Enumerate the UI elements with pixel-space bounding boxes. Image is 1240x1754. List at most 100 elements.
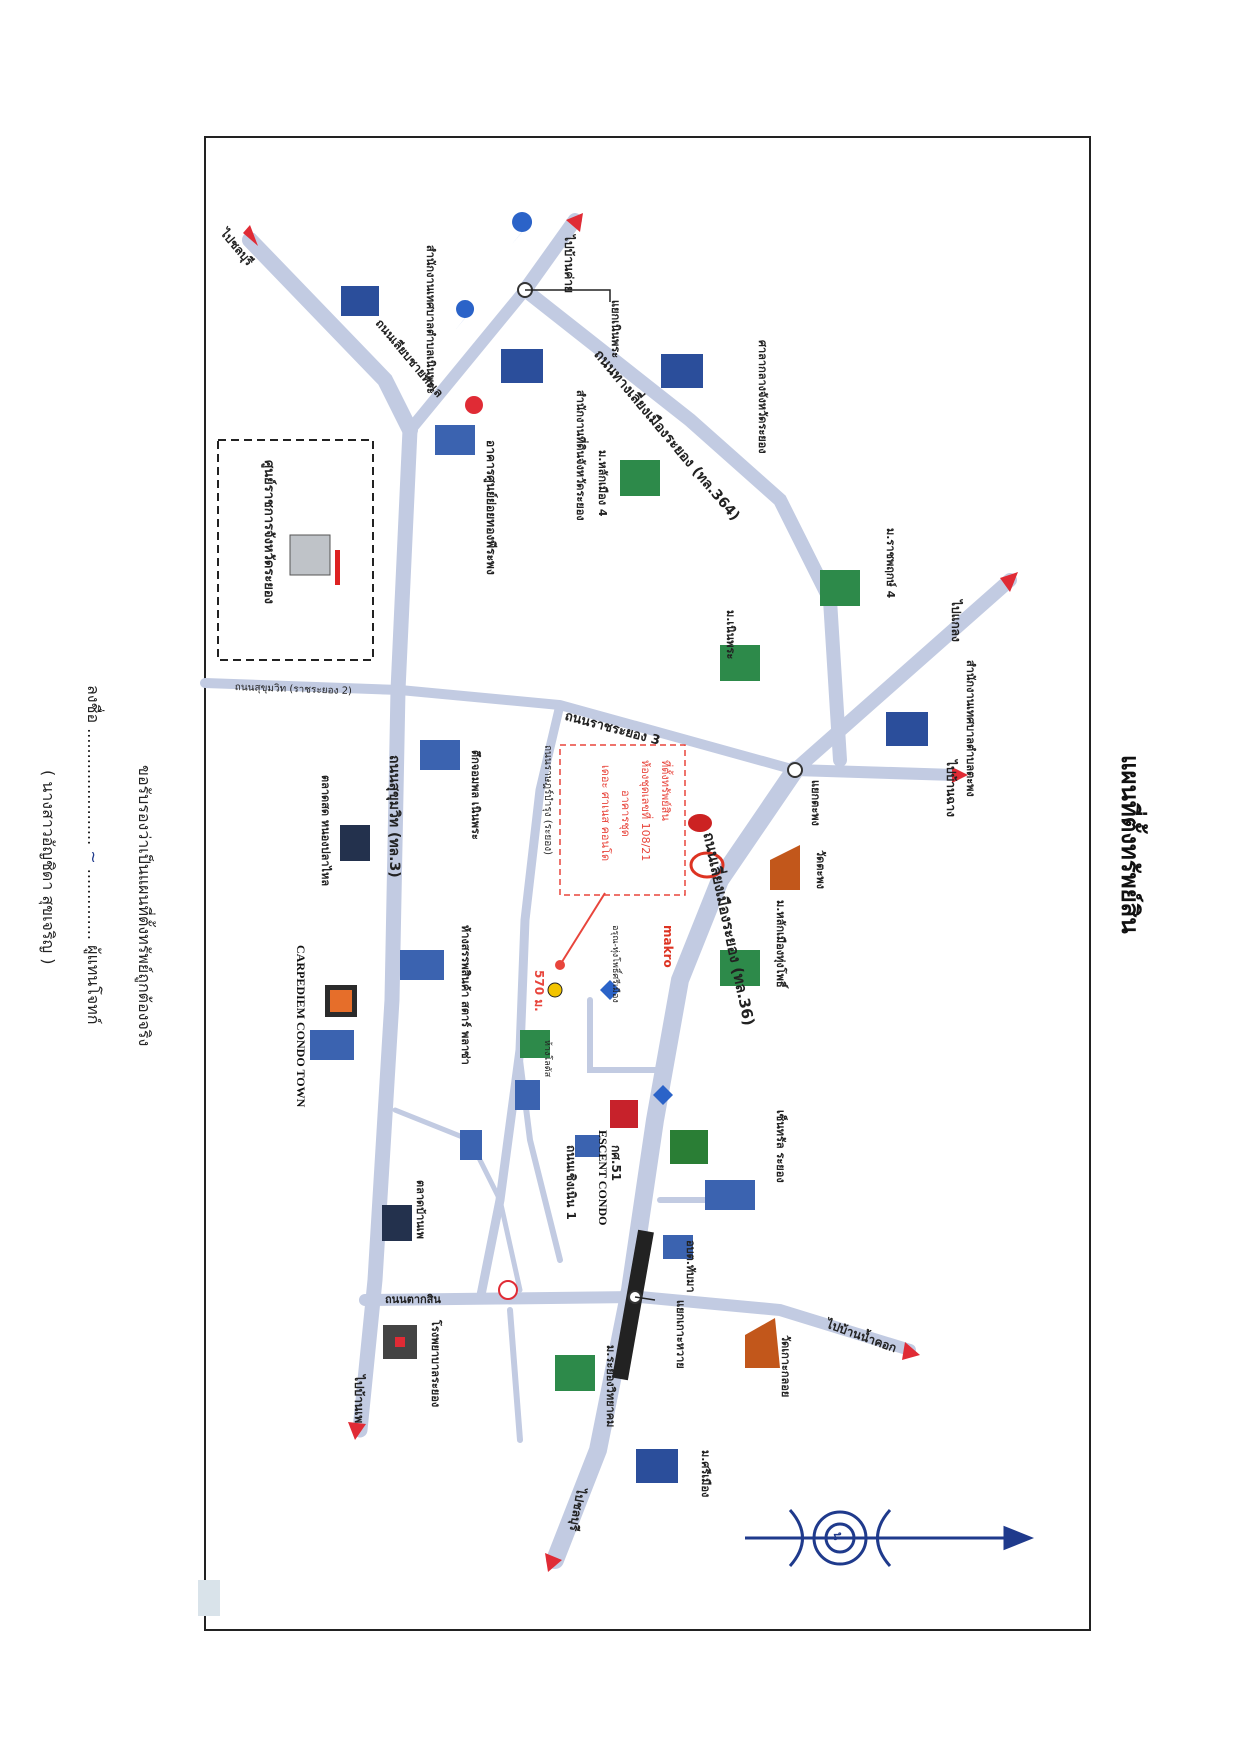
road-sign-icon [653,1085,673,1105]
road-link-top [404,284,531,436]
road-inner-e [507,1307,523,1443]
label-road-sukhumvit: ถนนสุขุมวิท (ทล.3) [386,755,402,878]
arrow-bottom [545,1553,562,1572]
arrow-nam-krok [902,1342,920,1360]
warning-sign-icon [547,982,563,998]
property-pointer-line [559,892,606,966]
label-temple-ko-kloi: วัดเกาะกลอย [779,1335,792,1398]
label-esso-building: อาคารศูนย์ย่อยทองพีระพง [484,440,498,575]
signature-dots: ....................... [84,728,103,846]
road-network [200,213,1017,1569]
signature-line: ลงชื่อ ....................... ~ .......… [80,685,105,1024]
property-building-name: เดอะ ศาเนส คอนโด [599,765,612,862]
label-land-office: สำนักงานที่ดินจังหวัดระยอง [574,390,587,521]
gov-center-box [217,439,374,661]
toyota-logo-icon [689,851,725,879]
label-lotus: ห้างโลตัส [542,1040,552,1078]
property-distance: 570 ม. [532,970,546,1012]
compass-ring [812,1510,868,1566]
property-title: ที่ตั้งทรัพย์สิน [659,760,672,821]
label-carpediem: CARPEDIEM CONDO TOWN [294,945,308,1108]
arrow-ban-khai [566,213,583,232]
office-icon [341,286,928,1483]
esso-logo-icon [465,396,483,414]
label-school-thung-pho: ม.หลักเมืองทุ่งโพธิ์ [774,900,787,988]
property-callout-box [559,744,686,896]
property-building-type: อาคารชุด [619,790,632,837]
label-hospital: โรงพยาบาลระยอง [429,1320,442,1408]
north-compass [745,1509,1035,1567]
road-rayong-2 [200,678,800,775]
label-junction-ko-kloi: แยกเกาะหวาย [674,1300,687,1369]
bank-logo-icon [610,1100,638,1128]
label-road-sai: ถนนราษฎร์บำรุง (ระยอง) [542,745,553,856]
arrow-tambon-right [952,767,968,783]
label-city-hall: ศาลากลางจังหวัดระยอง [756,340,769,454]
road-tambon-right [789,764,961,781]
school-icon [520,460,860,1391]
sign-label: ลงชื่อ [84,685,103,724]
road-sign-icon-2 [600,980,620,1000]
label-star-plaza: ห้างสรรพสินค้า สตาร์ พลาซ่า [459,925,472,1065]
road-sai [475,700,565,1305]
label-school-4: ม.หลักเมือง 4 [596,450,609,517]
hospital-cross-icon [395,1337,405,1347]
truck-icon [663,1235,693,1259]
ptt-pin-icon [512,212,533,244]
label-dir-ban-phe: ไปบ้านเพ [352,1375,366,1424]
tall-building-icon [310,425,755,1210]
road-ta-pong [359,1290,916,1356]
label-school-rayong: ม.ระยองวิทยาคม [604,1345,617,1428]
gas-station-logo-icon [688,814,712,832]
label-gov-center: ศูนย์ราชการจังหวัดระยอง [261,460,276,605]
gov-building-icon [289,534,331,576]
label-tambon-office: สำนักงานเทศบาลตำบลตะพง [964,660,977,797]
7-eleven-logo-icon [670,1130,708,1164]
road-to-ban-khai [518,213,582,297]
scan-edge-mark [198,1580,220,1616]
sign-role: ผู้แทนโจทก์ [84,945,103,1025]
label-noen-pra-office: สำนักงานเทศบาลตำบลเนินพระ [424,245,437,394]
bus-stop-icon [498,1280,518,1300]
road-inner-c [392,1107,523,1293]
temple-icon [745,845,800,1368]
label-dir-ban-chang: ไปบ้านฉาง [944,760,958,817]
road-inner-a [587,997,663,1073]
property-unit-no: ห้องชุดเลขที่ 108/21 [639,760,652,862]
overpass-segment [612,1229,654,1381]
callout-noen-pra [525,289,611,302]
carpediem-logo-inner-icon [330,990,352,1012]
road-bypass-364 [518,283,847,767]
label-junction-noen-pra: แยกเนินพระ [609,300,622,359]
arrow-ban-phe [348,1422,366,1440]
label-central: เซ็นทรัล ระยอง [774,1110,787,1183]
compass-inner-ring [824,1522,856,1554]
signer-name: ( นางสาวอัญชิดา สุขเจริญ ) [39,770,58,965]
signature-dots-2: .............. [84,868,103,940]
label-makro: makro [661,925,675,968]
label-school-noen-pra: ม.เนินพระ [724,610,737,660]
label-tap-ma: อบต.ทับมา [684,1240,697,1293]
label-market-ban-phe: ตลาดบ้านเพ [414,1180,427,1239]
direction-arrows [243,213,1018,1572]
label-road-choeng-noen: ถนนเชิงเนิน 1 [564,1145,578,1220]
arrow-klaeng [1000,572,1018,592]
label-road-tai: ถนนตากสิน [385,1293,441,1306]
building-icons [289,212,928,1483]
arrow-top-left [243,225,258,246]
compass-arrow-icon [1003,1525,1035,1551]
property-location-marker [555,960,565,970]
label-dir-ban-khai: ไปบ้านค่าย [562,235,576,294]
label-noen-pra-building: ตึกจอมพล เนินพระ [469,750,482,840]
road-top-left [242,232,418,438]
junction-tap-ma [787,762,803,778]
ptt-pin-icon-2 [456,300,475,329]
label-school-rajaphruek: ม.ราชพฤกษ์ 4 [884,528,897,599]
compass-north-label: น [831,1532,845,1541]
compass-ornament [788,1509,892,1567]
road-to-klaeng [788,573,1017,777]
label-school-si-mueang: ม.ศรีเมือง [699,1450,712,1498]
road-bypass-36 [546,761,804,1569]
label-junction-tap-ma: แยกตะพง [809,780,822,826]
